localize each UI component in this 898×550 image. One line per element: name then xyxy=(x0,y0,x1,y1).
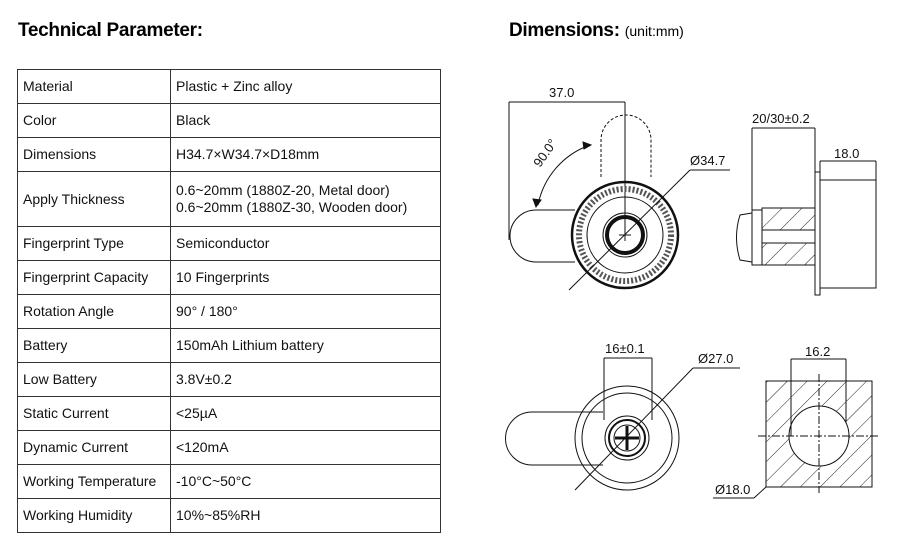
dimensions-title-text: Dimensions: xyxy=(509,20,620,41)
dimensions-title: Dimensions: (unit:mm) xyxy=(509,20,684,42)
param-value: <120mA xyxy=(170,430,441,465)
thread xyxy=(761,207,816,231)
cylinder xyxy=(604,415,650,461)
param-key: Battery xyxy=(17,328,171,363)
dim-162: 16.2 xyxy=(805,344,830,359)
thread xyxy=(761,242,816,266)
back-view-drawing xyxy=(505,357,740,491)
handle-rotated xyxy=(600,114,652,177)
arrow-head xyxy=(582,141,593,150)
table-row: Static Current<25µA xyxy=(17,396,441,431)
dim-18: 18.0 xyxy=(834,146,859,161)
leader-line xyxy=(574,367,694,491)
param-key: Fingerprint Capacity xyxy=(17,260,171,295)
param-key: Static Current xyxy=(17,396,171,431)
param-key: Dimensions xyxy=(17,137,171,172)
param-key: Dynamic Current xyxy=(17,430,171,465)
dim-shaft: 20/30±0.2 xyxy=(752,111,810,126)
param-key: Working Humidity xyxy=(17,498,171,533)
param-key: Rotation Angle xyxy=(17,294,171,329)
param-value: H34.7×W34.7×D18mm xyxy=(170,137,441,172)
dim-16: 16±0.1 xyxy=(605,341,645,356)
handle xyxy=(509,209,575,263)
param-value: 0.6~20mm (1880Z-20, Metal door)0.6~20mm … xyxy=(170,171,441,227)
lock-body xyxy=(819,179,877,289)
front-view-drawing xyxy=(508,101,730,291)
dim-dia-18: Ø18.0 xyxy=(715,482,750,497)
param-key: Working Temperature xyxy=(17,464,171,499)
rotation-arc xyxy=(537,144,591,206)
dim-dia-27: Ø27.0 xyxy=(698,351,733,366)
param-value: 10%~85%RH xyxy=(170,498,441,533)
param-value: -10°C~50°C xyxy=(170,464,441,499)
table-row: Working Temperature-10°C~50°C xyxy=(17,464,441,499)
table-row: Dynamic Current<120mA xyxy=(17,430,441,465)
cutout-drawing xyxy=(713,358,880,499)
technical-parameter-title: Technical Parameter: xyxy=(18,20,203,42)
param-value: 90° / 180° xyxy=(170,294,441,329)
param-key: Material xyxy=(17,69,171,104)
outer-ring xyxy=(570,180,680,290)
cam-handle xyxy=(505,411,603,466)
cylinder-head xyxy=(736,212,753,263)
leader-line xyxy=(568,169,691,291)
unit-label: (unit:mm) xyxy=(624,23,684,39)
arrow-head xyxy=(532,198,542,209)
param-key: Apply Thickness xyxy=(17,171,171,227)
dim-37: 37.0 xyxy=(549,85,574,100)
title-text: Technical Parameter: xyxy=(18,20,203,41)
param-value-line: 0.6~20mm (1880Z-20, Metal door) xyxy=(176,182,390,198)
sensor-ring xyxy=(605,215,645,255)
outer-circle xyxy=(574,385,680,491)
side-view-drawing xyxy=(736,127,877,296)
param-value: Semiconductor xyxy=(170,226,441,261)
param-value: Plastic + Zinc alloy xyxy=(170,69,441,104)
param-value: Black xyxy=(170,103,441,138)
dim-angle: 90.0° xyxy=(530,136,560,170)
dim-dia-347: Ø34.7 xyxy=(690,153,725,168)
param-key: Fingerprint Type xyxy=(17,226,171,261)
greek-key-pattern xyxy=(576,186,674,284)
param-value: 10 Fingerprints xyxy=(170,260,441,295)
param-value-line: 0.6~20mm (1880Z-30, Wooden door) xyxy=(176,199,408,215)
